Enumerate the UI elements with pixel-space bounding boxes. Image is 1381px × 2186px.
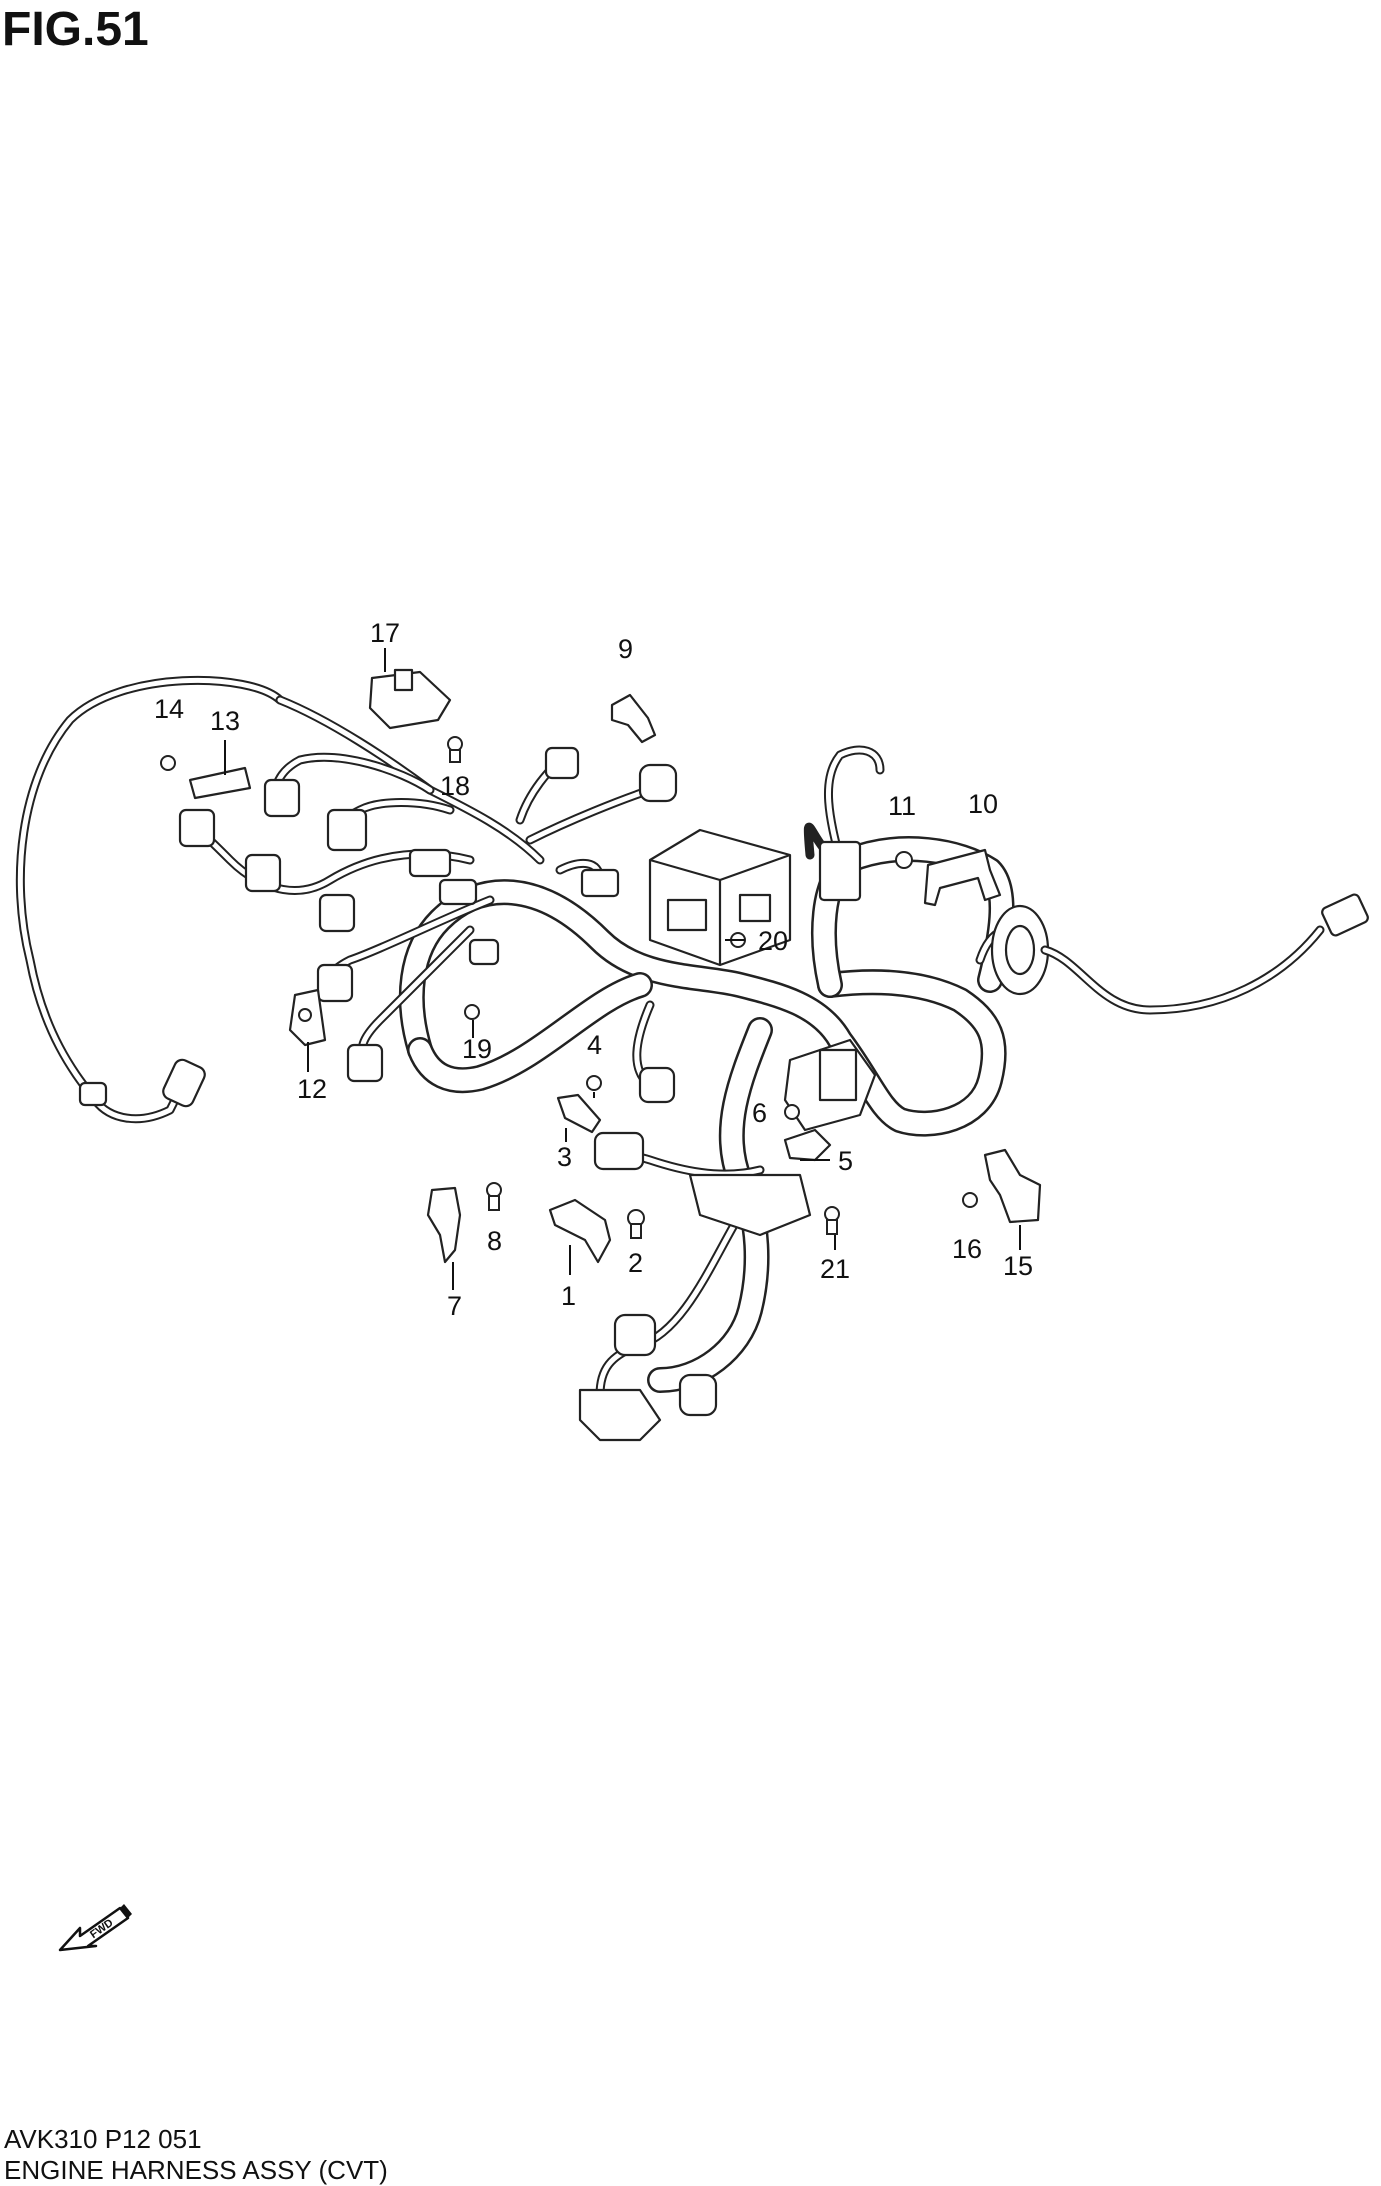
callout-9: 9 <box>618 634 633 664</box>
callout-10: 10 <box>968 789 998 819</box>
callout-13: 13 <box>210 706 240 736</box>
callout-16: 16 <box>952 1234 982 1264</box>
part-17-bracket <box>368 668 452 730</box>
part-18-bolt <box>447 736 463 763</box>
callout-labels: 1 2 3 4 5 6 7 8 9 10 11 12 13 14 15 16 1… <box>154 618 1033 1321</box>
part-9-clamp <box>610 693 657 744</box>
callout-6: 6 <box>752 1098 767 1128</box>
callout-18: 18 <box>440 771 470 801</box>
part-21-bolt <box>824 1206 840 1235</box>
callout-4: 4 <box>587 1030 602 1060</box>
diagram-code: AVK310 P12 051 <box>4 2124 202 2154</box>
part-13-bracket <box>188 766 252 800</box>
callout-7: 7 <box>447 1291 462 1321</box>
fwd-arrow-icon: FWD <box>58 1904 132 1952</box>
callout-12: 12 <box>297 1074 327 1104</box>
diagram-name: ENGINE HARNESS ASSY (CVT) <box>4 2155 388 2185</box>
harness-assembly <box>15 675 1369 1442</box>
callout-14: 14 <box>154 694 184 724</box>
callout-5: 5 <box>838 1146 853 1176</box>
part-4-bolt <box>586 1075 602 1091</box>
part-19-bolt <box>464 1004 480 1020</box>
part-12-bracket <box>288 988 327 1047</box>
figure-title: FIG.51 <box>2 3 149 56</box>
callout-21: 21 <box>820 1254 850 1284</box>
callout-17: 17 <box>370 618 400 648</box>
part-16-bolt <box>962 1192 978 1208</box>
part-14-bolt <box>160 755 176 771</box>
part-7-bracket <box>426 1186 462 1264</box>
callout-3: 3 <box>557 1142 572 1172</box>
part-15-bracket <box>983 1148 1042 1224</box>
callout-1: 1 <box>561 1281 576 1311</box>
leader-lines <box>224 648 1021 1290</box>
part-2-bolt <box>627 1209 645 1239</box>
part-5-bracket <box>783 1128 832 1162</box>
part-8-bolt <box>486 1182 502 1211</box>
callout-11: 11 <box>888 791 916 821</box>
part-3-clamp <box>556 1093 602 1134</box>
callout-8: 8 <box>487 1226 502 1256</box>
part-6-bolt <box>784 1104 800 1120</box>
part-11-bolt <box>895 851 913 869</box>
callout-2: 2 <box>628 1248 643 1278</box>
part-1-bracket <box>548 1198 612 1264</box>
callout-15: 15 <box>1003 1251 1033 1281</box>
callout-20: 20 <box>758 926 788 956</box>
callout-19: 19 <box>462 1034 492 1064</box>
part-10-bracket <box>923 848 1002 907</box>
